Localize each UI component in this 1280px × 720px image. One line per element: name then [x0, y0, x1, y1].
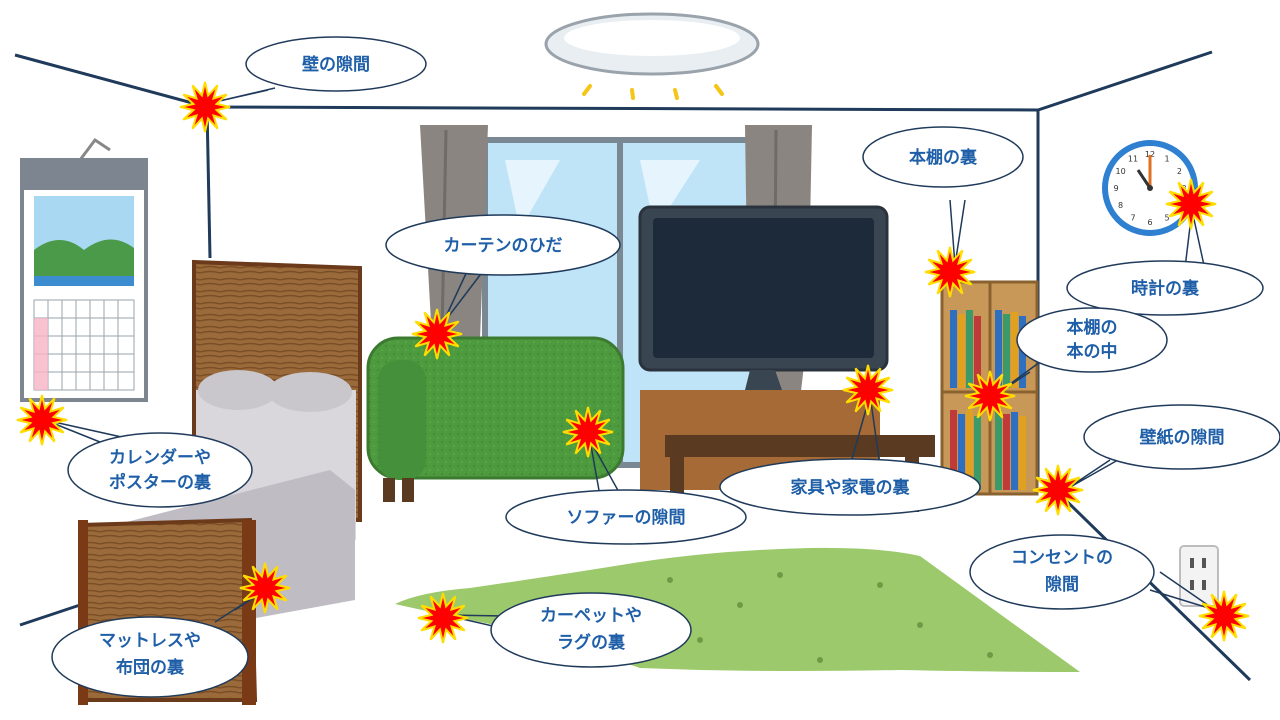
calendar [20, 137, 148, 402]
label-mattress-line1: マットレスや [99, 631, 201, 651]
label-wall-gap: 壁の隙間 [302, 54, 370, 75]
callout-outlet-gap: コンセントの 隙間 [969, 534, 1155, 610]
label-books-inside-line2: 本の中 [1067, 341, 1118, 362]
clock-number: 12 [1145, 150, 1155, 159]
label-bookshelf-back: 本棚の裏 [909, 147, 978, 168]
label-clock-back: 時計の裏 [1131, 278, 1200, 299]
clock-number: 9 [1113, 184, 1118, 193]
callout-clock-back: 時計の裏 [1066, 260, 1264, 316]
label-furniture-back: 家具や家電の裏 [791, 477, 911, 498]
label-calendar-line1: カレンダーや [109, 447, 211, 468]
clock-number: 8 [1118, 201, 1123, 210]
label-mattress-line2: 布団の裏 [116, 657, 185, 678]
alert-bursts [16, 81, 1250, 644]
burst-icon-calendar [16, 394, 68, 446]
label-outlet-line1: コンセントの [1011, 548, 1113, 568]
label-carpet-line1: カーペットや [540, 606, 642, 626]
label-calendar-line2: ポスターの裏 [109, 472, 212, 493]
clock-number: 1 [1164, 155, 1169, 164]
ceiling-light [544, 12, 760, 100]
label-carpet-line2: ラグの裏 [557, 632, 626, 653]
clock-number: 7 [1130, 213, 1135, 222]
callout-mattress: マットレスや 布団の裏 [51, 616, 249, 698]
callout-wallpaper-gap: 壁紙の隙間 [1083, 404, 1280, 470]
callout-bookshelf-back: 本棚の裏 [862, 126, 1024, 188]
callout-carpet: カーペットや ラグの裏 [490, 592, 692, 668]
callout-calendar: カレンダーや ポスターの裏 [67, 432, 253, 508]
clock-number: 10 [1116, 167, 1126, 176]
clock-number: 2 [1177, 167, 1182, 176]
burst-icon-sofa-gap [562, 406, 614, 458]
burst-icon-bookshelf-back [924, 246, 976, 298]
burst-icon-wallpaper-gap [1032, 464, 1084, 516]
callout-sofa-gap: ソファーの隙間 [505, 489, 747, 545]
callouts: 壁の隙間 カーテンのひだ 本棚の裏 時計の裏 本棚の 本の中 壁紙の隙間 カレン… [51, 36, 1280, 698]
burst-icon-outlet-gap [1198, 590, 1250, 642]
callout-wall-gap: 壁の隙間 [245, 36, 427, 92]
label-wallpaper-gap: 壁紙の隙間 [1140, 427, 1225, 448]
burst-icon-mattress [239, 562, 291, 614]
label-outlet-line2: 隙間 [1045, 574, 1079, 595]
label-books-inside-line1: 本棚の [1067, 317, 1118, 338]
clock-number: 11 [1128, 155, 1138, 164]
callout-curtain-folds: カーテンのひだ [385, 214, 621, 276]
sofa [366, 336, 625, 502]
label-sofa-gap: ソファーの隙間 [567, 507, 686, 528]
burst-icon-wall-gap [179, 81, 231, 133]
burst-icon-clock-back [1165, 178, 1217, 230]
clock-number: 6 [1147, 218, 1152, 227]
label-curtain-folds: カーテンのひだ [444, 236, 563, 256]
clock-number: 5 [1164, 213, 1169, 222]
power-outlet [1179, 545, 1219, 607]
burst-icon-carpet [417, 592, 469, 644]
burst-icon-furniture-back [842, 364, 894, 416]
burst-icon-curtain-folds [411, 308, 463, 360]
callout-furniture-back: 家具や家電の裏 [719, 458, 981, 516]
tv [638, 205, 889, 402]
burst-icon-books-inside [964, 370, 1016, 422]
callout-books-inside: 本棚の 本の中 [1016, 307, 1168, 373]
